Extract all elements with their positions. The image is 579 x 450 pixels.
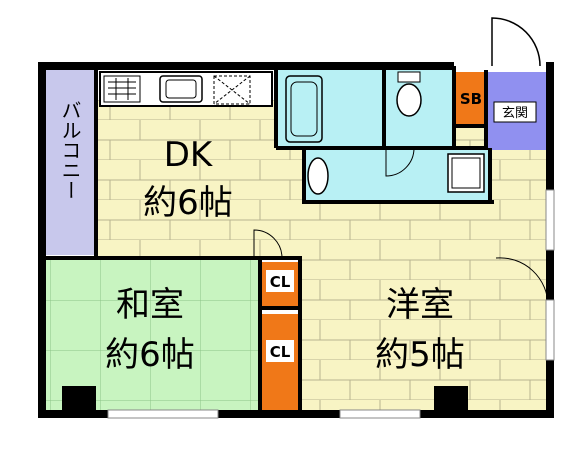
stove-icon xyxy=(103,75,141,103)
dk-name-label: DK xyxy=(164,135,214,175)
sb-label: SB xyxy=(460,90,482,108)
closet-2-label: CL xyxy=(270,343,291,361)
washer-pan-icon xyxy=(447,153,485,193)
fridge-space-icon xyxy=(213,75,251,105)
bath-area xyxy=(276,68,384,148)
washbasin-icon xyxy=(307,157,329,195)
washitsu-size-label: 約6帖 xyxy=(105,335,195,375)
sink-icon xyxy=(159,75,203,103)
toilet-tank xyxy=(397,71,421,83)
genkan-label: 玄関 xyxy=(502,106,528,121)
youshitsu-size-label: 約5帖 xyxy=(375,335,465,375)
entrance-door-swing xyxy=(491,17,541,67)
sb-closet xyxy=(455,72,487,124)
toilet-icon xyxy=(396,83,422,117)
youshitsu-floor-pattern xyxy=(300,258,549,414)
windows xyxy=(107,189,555,419)
youshitsu-name-label: 洋室 xyxy=(386,285,454,325)
balcony-area xyxy=(44,66,96,255)
washitsu-name-label: 和室 xyxy=(116,285,184,325)
balcony-label: バルコニー xyxy=(58,100,82,200)
dk-size-label: 約6帖 xyxy=(143,183,233,223)
bathtub-icon xyxy=(285,75,323,143)
closet-1-label: CL xyxy=(270,273,291,291)
kitchen-counter xyxy=(99,71,273,107)
